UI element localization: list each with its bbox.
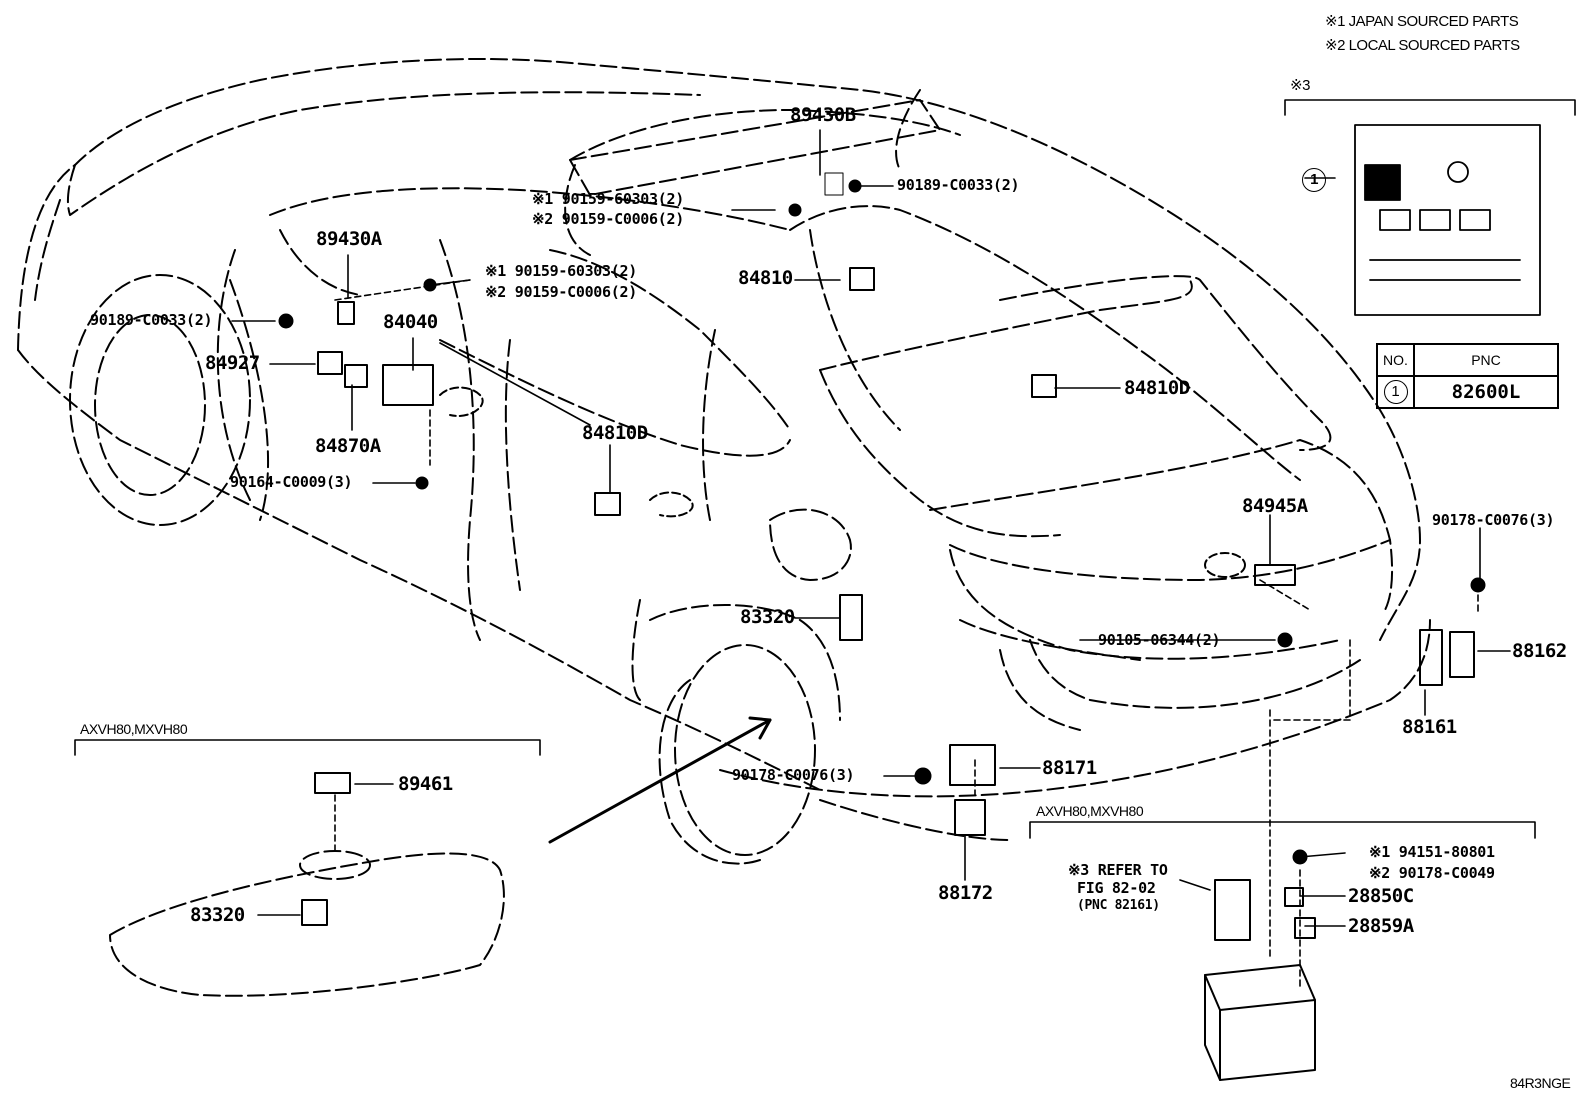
- part-89430A[interactable]: 89430A: [316, 228, 382, 250]
- part-88171[interactable]: 88171: [1042, 757, 1097, 779]
- front-wheel: [69, 274, 251, 526]
- part-84810[interactable]: 84810: [738, 267, 793, 289]
- group-label-right: AXVH80,MXVH80: [1036, 803, 1144, 819]
- part-88172[interactable]: 88172: [938, 882, 993, 904]
- note-local-sourced: ※2 LOCAL SOURCED PARTS: [1325, 37, 1520, 54]
- pnc-row-no: 1: [1376, 375, 1415, 409]
- battery: [1204, 964, 1316, 1081]
- part-90178-C0076-mid[interactable]: 90178-C0076(3): [732, 766, 855, 784]
- rear-wheel: [658, 644, 816, 865]
- part-84945A[interactable]: 84945A: [1242, 495, 1308, 517]
- part-84870A[interactable]: 84870A: [315, 435, 381, 457]
- leader-lines: [74, 99, 1576, 927]
- car-body-outline: [17, 58, 1431, 841]
- door-handles: [439, 386, 1246, 578]
- figure-code: 84R3NGE: [1510, 1075, 1571, 1091]
- pnc-table: NO. PNC 1 82600L: [1376, 343, 1559, 409]
- part-90164-C0009[interactable]: 90164-C0009(3): [230, 473, 353, 491]
- part-89430B[interactable]: 89430B: [790, 104, 856, 126]
- ecu-module: [1354, 124, 1541, 316]
- part-28859A[interactable]: 28859A: [1348, 915, 1414, 937]
- part-83320-car[interactable]: 83320: [740, 606, 795, 628]
- pnc-header-pnc: PNC: [1413, 343, 1559, 377]
- refer-line-2: FIG 82-02: [1077, 879, 1156, 897]
- note-japan-sourced: ※1 JAPAN SOURCED PARTS: [1325, 13, 1519, 30]
- part-90159-C0006-lower[interactable]: ※2 90159-C0006(2): [485, 283, 637, 301]
- fuel-tank: [109, 850, 505, 997]
- part-90159-C0006-upper[interactable]: ※2 90159-C0006(2): [532, 210, 684, 228]
- reference-arrow: [548, 716, 772, 844]
- part-90105-06344[interactable]: 90105-06344(2): [1098, 631, 1221, 649]
- part-28850C[interactable]: 28850C: [1348, 885, 1414, 907]
- part-88161[interactable]: 88161: [1402, 716, 1457, 738]
- part-90178-C0049[interactable]: ※2 90178-C0049: [1369, 864, 1495, 882]
- part-83320-tank[interactable]: 83320: [190, 904, 245, 926]
- roof-glass: [569, 99, 941, 196]
- part-84040[interactable]: 84040: [383, 311, 438, 333]
- part-90159-60303-lower[interactable]: ※1 90159-60303(2): [485, 262, 637, 280]
- callout-1-ecu: 1: [1302, 168, 1326, 192]
- part-89461[interactable]: 89461: [398, 773, 453, 795]
- part-88162[interactable]: 88162: [1512, 640, 1567, 662]
- part-90189-C0033-left[interactable]: 90189-C0033(2): [90, 311, 213, 329]
- group-label-left: AXVH80,MXVH80: [80, 721, 188, 737]
- pnc-row-value: 82600L: [1413, 375, 1559, 409]
- refer-line-1: ※3 REFER TO: [1068, 861, 1168, 879]
- part-90189-C0033-right[interactable]: 90189-C0033(2): [897, 176, 1020, 194]
- part-84810D-door[interactable]: 84810D: [582, 422, 648, 444]
- part-84810D-rear[interactable]: 84810D: [1124, 377, 1190, 399]
- part-90178-C0076-right[interactable]: 90178-C0076(3): [1432, 511, 1555, 529]
- part-90159-60303-upper[interactable]: ※1 90159-60303(2): [532, 190, 684, 208]
- part-94151-80801[interactable]: ※1 94151-80801: [1369, 843, 1495, 861]
- refer-line-3: (PNC 82161): [1077, 898, 1160, 913]
- pnc-header-no: NO.: [1376, 343, 1415, 377]
- part-84927[interactable]: 84927: [205, 352, 260, 374]
- note-3-marker: ※3: [1290, 77, 1310, 94]
- small-parts: [278, 172, 1486, 941]
